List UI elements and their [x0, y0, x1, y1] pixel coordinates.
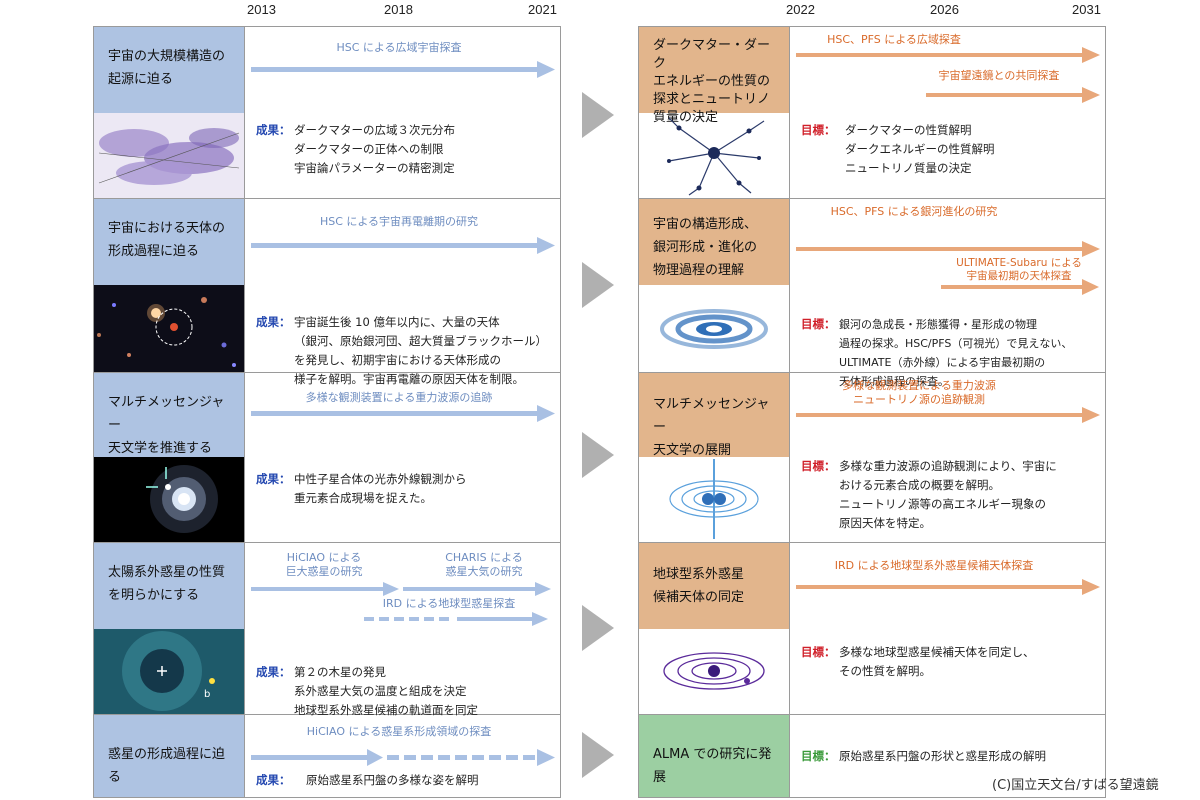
goal-key: 目標： — [801, 459, 836, 473]
neutron-star-merger-icon — [639, 457, 789, 542]
left-panel: 宇宙の大規模構造の 起源に迫る HSC による広域宇宙探査 成果： ダークマター… — [93, 26, 561, 798]
arrow-label: HSC による広域宇宙探査 — [336, 41, 462, 54]
transition-arrow-5 — [582, 732, 614, 778]
cosmic-web-icon — [639, 113, 789, 198]
goal-text: 原始惑星系円盤の形状と惑星形成の解明 — [839, 749, 1046, 763]
hsc-pfs-survey-arrow — [796, 47, 1100, 63]
gw-followup-arrow — [251, 405, 555, 422]
arrow-label: IRD による地球型惑星探査 — [382, 597, 516, 610]
row-label: 宇宙における天体の 形成過程に迫る — [94, 199, 244, 285]
result-key: 成果： — [256, 123, 291, 137]
arrow-label: HiCIAO による 巨大惑星の研究 — [285, 551, 363, 578]
arrow-label: ULTIMATE-Subaru による 宇宙最初期の天体探査 — [956, 257, 1082, 282]
charis-atmosphere-arrow — [403, 582, 551, 596]
arrow-label: HSC、PFS による銀河進化の研究 — [830, 205, 998, 218]
hiciao-disk-arrow — [251, 749, 555, 766]
right-row-1: ダークマター・ダーク エネルギーの性質の 探求とニュートリノ 質量の決定 HSC… — [639, 27, 1105, 199]
result-text: 宇宙誕生後 10 億年以内に、大量の天体 （銀河、原始銀河団、超大質量ブラックホ… — [294, 315, 547, 386]
planetary-system-icon — [639, 629, 789, 714]
arrow-label: HSC、PFS による広域探査 — [827, 33, 961, 46]
result-text: 中性子星合体の光赤外線観測から 重元素合成現場を捉えた。 — [294, 472, 467, 505]
row-label: 太陽系外惑星の性質 を明らかにする — [94, 543, 244, 629]
dark-matter-map-image — [94, 113, 244, 198]
right-row-3: マルチメッセンジャー 天文学の展開 多様な観測装置による重力波源 ニュートリノ源… — [639, 373, 1105, 543]
goal-text: 多様な重力波源の追跡観測により、宇宙に おける元素合成の概要を解明。 ニュートリ… — [839, 459, 1057, 530]
right-panel: ダークマター・ダーク エネルギーの性質の 探求とニュートリノ 質量の決定 HSC… — [638, 26, 1106, 798]
goal-text: ダークマターの性質解明 ダークエネルギーの性質解明 ニュートリノ質量の決定 — [845, 123, 995, 175]
hsc-survey-arrow — [251, 61, 555, 78]
arrow-label: HiCIAO による惑星系形成領域の探査 — [306, 725, 492, 738]
left-row-2: 宇宙における天体の 形成過程に迫る HSC による宇宙再電離期の研究 成果： 宇… — [94, 199, 560, 386]
goal-key: 目標： — [801, 645, 836, 659]
row-label: ダークマター・ダーク エネルギーの性質の 探求とニュートリノ 質量の決定 — [639, 27, 789, 125]
result-text: 原始惑星系円盤の多様な姿を解明 — [306, 773, 479, 787]
spiral-galaxy-icon — [639, 285, 789, 372]
goal-key: 目標： — [801, 123, 836, 137]
goal-text: 銀河の急成長・形態獲得・星形成の物理 過程の探求。HSC/PFS（可視光）で見え… — [839, 318, 1073, 388]
arrow-label: 多様な観測装置による重力波源 ニュートリノ源の追跡観測 — [842, 379, 996, 406]
credit: (C)国立天文台/すばる望遠鏡 — [992, 778, 1159, 793]
result-key: 成果： — [256, 665, 291, 679]
row-label: マルチメッセンジャー 天文学を推進する — [94, 373, 244, 457]
goal-text: 多様な地球型惑星候補天体を同定し、 その性質を解明。 — [839, 645, 1035, 678]
early-galaxy-image — [94, 285, 244, 372]
year-2022: 2022 — [786, 2, 815, 17]
right-row-4: 地球型系外惑星 候補天体の同定 IRD による地球型系外惑星候補天体探査 目標：… — [639, 543, 1105, 715]
left-divider — [244, 27, 245, 797]
transition-arrow-1 — [582, 92, 614, 138]
row-label: 宇宙の大規模構造の 起源に迫る — [94, 27, 244, 113]
year-2031: 2031 — [1072, 2, 1101, 17]
arrow-label: 宇宙望遠鏡との共同探査 — [938, 69, 1060, 82]
ird-candidate-search-arrow — [796, 579, 1100, 595]
left-row-4: 太陽系外惑星の性質 を明らかにする b HiCIAO による 巨大惑星の研究 C… — [94, 543, 560, 717]
row-label: 宇宙の構造形成、 銀河形成・進化の 物理過程の理解 — [639, 199, 789, 285]
result-text: 第２の木星の発見 系外惑星大気の温度と組成を決定 地球型系外惑星候補の軌道面を同… — [294, 665, 478, 717]
row-label: ALMA での研究に発展 — [639, 715, 789, 797]
transition-arrow-2 — [582, 262, 614, 308]
arrow-label: HSC による宇宙再電離期の研究 — [319, 215, 479, 228]
ird-terrestrial-arrow — [364, 612, 548, 626]
result-key: 成果： — [256, 773, 291, 787]
result-key: 成果： — [256, 315, 291, 329]
goal-key: 目標： — [801, 317, 836, 331]
year-2018: 2018 — [384, 2, 413, 17]
transition-arrow-3 — [582, 432, 614, 478]
right-row-2: 宇宙の構造形成、 銀河形成・進化の 物理過程の理解 HSC、PFS による銀河進… — [639, 199, 1105, 388]
right-divider — [789, 27, 790, 797]
goal-key: 目標： — [801, 749, 836, 763]
left-row-3: マルチメッセンジャー 天文学を推進する 多様な観測装置による重力波源の追跡 成果… — [94, 373, 560, 543]
year-2021: 2021 — [528, 2, 557, 17]
space-telescope-joint-arrow — [926, 87, 1100, 103]
right-row-5: ALMA での研究に発展 目標： 原始惑星系円盤の形状と惑星形成の解明 — [639, 715, 1105, 797]
hiciao-giant-planet-arrow — [251, 582, 399, 596]
left-row-5: 惑星の形成過程に迫る HiCIAO による惑星系形成領域の探査 成果： 原始惑星… — [94, 715, 560, 797]
left-row-1: 宇宙の大規模構造の 起源に迫る HSC による広域宇宙探査 成果： ダークマター… — [94, 27, 560, 199]
row-label: 惑星の形成過程に迫る — [94, 715, 244, 797]
arrow-label: IRD による地球型系外惑星候補天体探査 — [834, 559, 1034, 572]
planet-b-label: b — [204, 689, 211, 700]
result-key: 成果： — [256, 472, 291, 486]
result-text: ダークマターの広域３次元分布 ダークマターの正体への制限 宇宙論パラメーターの精… — [294, 123, 455, 175]
arrow-label: 多様な観測装置による重力波源の追跡 — [305, 391, 493, 404]
year-2013: 2013 — [247, 2, 276, 17]
galaxy-evolution-arrow — [796, 241, 1100, 257]
row-label: 地球型系外惑星 候補天体の同定 — [639, 543, 789, 629]
arrow-label: CHARIS による 惑星大気の研究 — [445, 551, 523, 578]
gw-neutrino-followup-arrow — [796, 407, 1100, 423]
ultimate-subaru-arrow — [941, 279, 1099, 295]
year-2026: 2026 — [930, 2, 959, 17]
transition-arrow-4 — [582, 605, 614, 651]
exoplanet-image: b — [94, 629, 244, 714]
row-label: マルチメッセンジャー 天文学の展開 — [639, 373, 789, 458]
reionization-study-arrow — [251, 237, 555, 254]
kilonova-image — [94, 457, 244, 542]
